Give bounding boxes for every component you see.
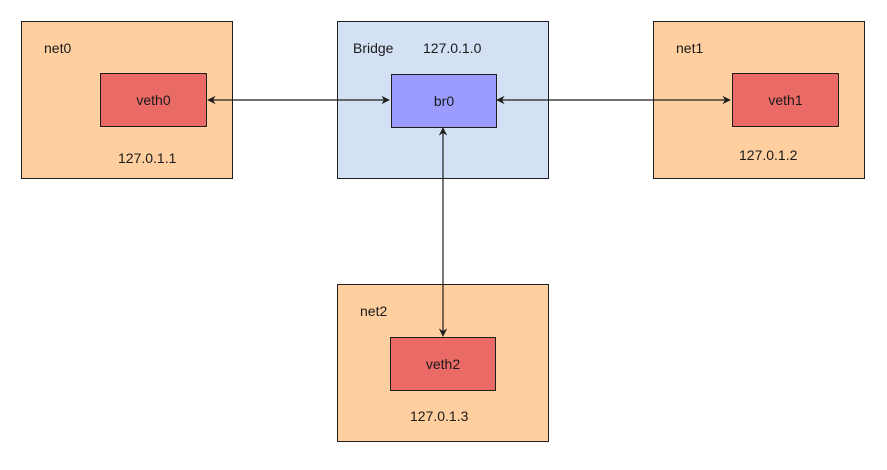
veth1-label: veth1 [768, 92, 803, 108]
namespace-net2-ip: 127.0.1.3 [410, 408, 469, 424]
veth1-interface: veth1 [732, 73, 839, 127]
veth0-label: veth0 [136, 92, 171, 108]
veth0-interface: veth0 [100, 73, 207, 127]
namespace-net1: net1 veth1 127.0.1.2 [653, 21, 865, 179]
bridge-ip: 127.0.1.0 [423, 40, 482, 56]
namespace-net1-ip: 127.0.1.2 [739, 147, 798, 163]
bridge-container: Bridge 127.0.1.0 br0 [337, 21, 549, 179]
namespace-net0: net0 veth0 127.0.1.1 [21, 21, 233, 179]
namespace-net0-title: net0 [44, 40, 72, 56]
veth2-interface: veth2 [390, 337, 496, 391]
namespace-net2: net2 veth2 127.0.1.3 [337, 284, 549, 442]
bridge-title: Bridge [353, 40, 394, 56]
br0-label: br0 [433, 93, 455, 109]
namespace-net1-title: net1 [676, 40, 704, 56]
namespace-net0-ip: 127.0.1.1 [118, 150, 177, 166]
veth2-label: veth2 [425, 356, 461, 372]
br0-interface: br0 [391, 74, 497, 128]
namespace-net2-title: net2 [360, 303, 388, 319]
